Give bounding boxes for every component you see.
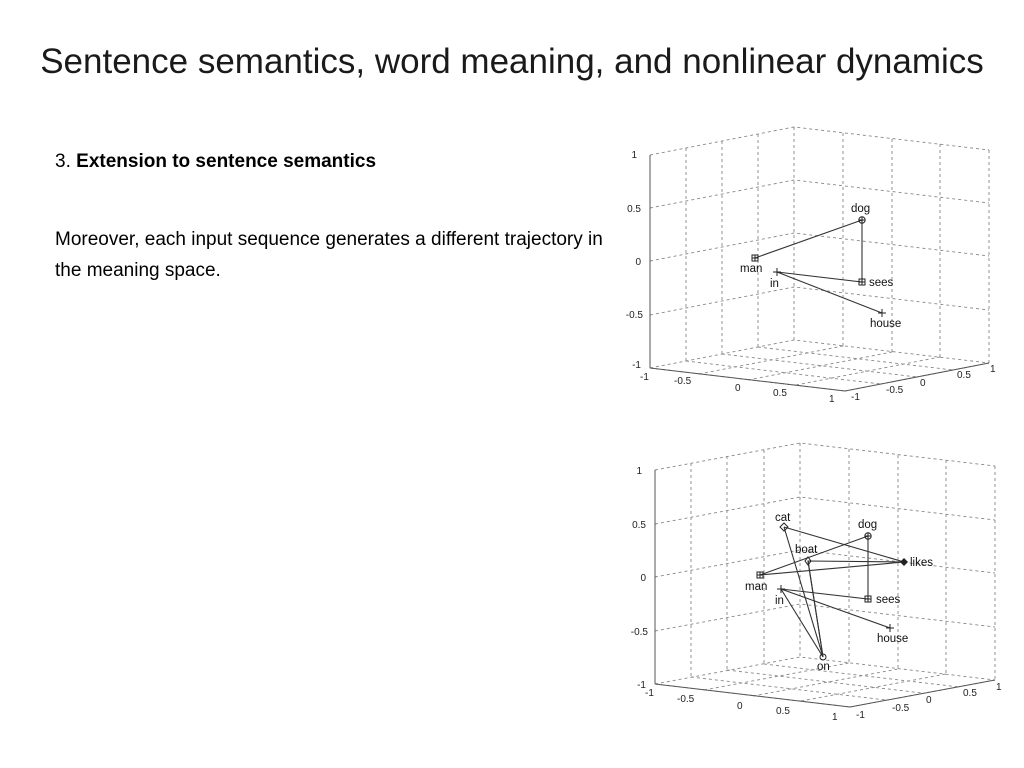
top-z-tick-0.5: 0.5 <box>627 204 641 215</box>
label-man: man <box>745 581 767 593</box>
bottom-z-tick-0.5: 0.5 <box>632 520 646 531</box>
top-y-tick-neg1: -1 <box>851 392 860 403</box>
bottom-y-tick-0: 0 <box>926 695 932 706</box>
label-sees: sees <box>869 277 894 289</box>
marker-cat <box>779 522 789 532</box>
trajectory-man-dog-sees <box>759 535 891 629</box>
top-trajectory-line <box>754 219 883 314</box>
top-x-tick-0: 0 <box>735 383 741 394</box>
marker-likes <box>900 558 908 566</box>
top-z-tick-neg0.5: -0.5 <box>626 310 644 321</box>
bottom-z-tick-1: 1 <box>636 466 642 477</box>
label-dog: dog <box>858 519 877 531</box>
bottom-x-tick-0.5: 0.5 <box>776 706 790 717</box>
bottom-word-labels: cat dog boat likes man in sees house on <box>745 512 933 673</box>
top-y-tick-0: 0 <box>920 378 926 389</box>
bottom-x-tick-0: 0 <box>737 701 743 712</box>
marker-on <box>819 653 827 661</box>
top-axes <box>649 155 990 392</box>
label-boat: boat <box>795 544 818 556</box>
bottom-x-ticks: -1 -0.5 0 0.5 1 <box>645 688 838 723</box>
bottom-y-tick-neg0.5: -0.5 <box>892 703 910 714</box>
label-in: in <box>775 595 784 607</box>
label-in: in <box>770 278 779 290</box>
bottom-y-ticks: -1 -0.5 0 0.5 1 <box>856 682 1002 721</box>
top-z-tick-0: 0 <box>635 257 641 268</box>
marker-boat <box>804 556 812 566</box>
section-title: Extension to sentence semantics <box>76 151 377 172</box>
top-x-tick-0.5: 0.5 <box>773 388 787 399</box>
label-house: house <box>877 633 908 645</box>
top-z-tick-neg1: -1 <box>632 360 641 371</box>
section-heading: 3. Extension to sentence semantics <box>55 151 376 173</box>
bottom-x-tick-1: 1 <box>832 712 838 723</box>
label-on: on <box>817 661 830 673</box>
label-dog: dog <box>851 203 870 215</box>
top-back-wall-grid <box>649 126 990 392</box>
top-x-ticks: -1 -0.5 0 0.5 1 <box>640 372 835 405</box>
top-z-ticks: 1 0.5 0 -0.5 -1 <box>626 150 644 371</box>
top-y-tick-0.5: 0.5 <box>957 370 971 381</box>
top-word-labels: dog man in sees house <box>740 203 901 330</box>
bottom-x-tick-neg1: -1 <box>645 688 654 699</box>
bottom-markers <box>756 522 908 661</box>
bottom-y-tick-1: 1 <box>996 682 1002 693</box>
top-x-tick-neg1: -1 <box>640 372 649 383</box>
top-x-tick-1: 1 <box>829 394 835 405</box>
top-y-ticks: -1 -0.5 0 0.5 1 <box>851 364 996 403</box>
top-z-tick-1: 1 <box>631 150 637 161</box>
bottom-y-tick-0.5: 0.5 <box>963 688 977 699</box>
label-sees: sees <box>876 594 901 606</box>
top-y-tick-1: 1 <box>990 364 996 375</box>
plot-top: 1 0.5 0 -0.5 -1 -1 -0.5 0 0.5 1 -1 -0.5 … <box>626 126 996 405</box>
bottom-z-ticks: 1 0.5 0 -0.5 -1 <box>631 466 649 691</box>
bottom-z-tick-neg0.5: -0.5 <box>631 627 649 638</box>
label-house: house <box>870 318 901 330</box>
marker-dog <box>864 532 872 540</box>
trajectory-man-likes <box>759 561 905 576</box>
bottom-z-tick-0: 0 <box>640 573 646 584</box>
body-paragraph: Moreover, each input sequence generates … <box>55 229 603 281</box>
bottom-x-tick-neg0.5: -0.5 <box>677 694 695 705</box>
trajectory-in-on <box>780 560 824 658</box>
top-y-tick-neg0.5: -0.5 <box>886 385 904 396</box>
label-man: man <box>740 263 762 275</box>
slide-title: Sentence semantics, word meaning, and no… <box>40 42 984 81</box>
top-markers <box>751 216 886 317</box>
top-x-tick-neg0.5: -0.5 <box>674 376 692 387</box>
plot-bottom: 1 0.5 0 -0.5 -1 -1 -0.5 0 0.5 1 -1 -0.5 … <box>631 442 1002 723</box>
marker-dog <box>858 216 866 224</box>
section-number: 3. <box>55 151 71 172</box>
label-cat: cat <box>775 512 791 524</box>
bottom-axes <box>654 470 996 708</box>
label-likes: likes <box>910 557 933 569</box>
bottom-z-tick-neg1: -1 <box>637 680 646 691</box>
bottom-y-tick-neg1: -1 <box>856 710 865 721</box>
